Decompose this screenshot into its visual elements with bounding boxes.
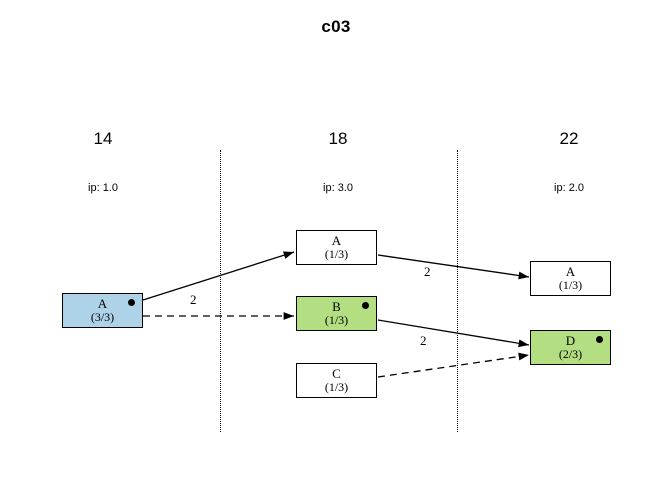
edge-label-n1-n4: 2 <box>424 264 431 279</box>
node-marker-dot <box>362 302 369 309</box>
edge-label-n0-n1: 2 <box>190 292 197 307</box>
node-marker-dot <box>596 336 603 343</box>
node-count: (2/3) <box>558 347 583 362</box>
node-label: C <box>332 365 341 381</box>
page-title: c03 <box>321 17 351 36</box>
column-divider-1 <box>220 150 221 432</box>
node-count: (1/3) <box>324 313 349 328</box>
node-a-3-3[interactable]: A (3/3) <box>62 293 143 328</box>
node-label: D <box>565 332 576 348</box>
column-divider-2 <box>457 150 458 432</box>
column-ip-1: ip: 3.0 <box>323 182 353 194</box>
column-label-1: 18 <box>328 129 348 148</box>
edge-n1-n4 <box>377 254 530 280</box>
edge-n2-n5 <box>377 319 530 348</box>
node-label: A <box>97 295 108 311</box>
column-ip-0: ip: 1.0 <box>88 182 118 194</box>
node-count: (1/3) <box>558 278 583 293</box>
edge-label-n2-n5: 2 <box>420 333 427 348</box>
edge-n0-n1 <box>142 251 295 301</box>
node-count: (3/3) <box>90 310 115 325</box>
edge-n3-n5 <box>377 352 530 378</box>
column-ip-2: ip: 2.0 <box>554 182 584 194</box>
node-count: (1/3) <box>324 247 349 262</box>
node-d-2-3[interactable]: D (2/3) <box>530 330 611 365</box>
node-marker-dot <box>128 299 135 306</box>
node-label: B <box>332 298 341 314</box>
node-label: A <box>565 263 576 279</box>
node-a-1-3-right[interactable]: A (1/3) <box>530 261 611 296</box>
node-b-1-3[interactable]: B (1/3) <box>296 296 377 331</box>
column-label-0: 14 <box>93 129 113 148</box>
column-label-2: 22 <box>559 129 579 148</box>
node-c-1-3[interactable]: C (1/3) <box>296 363 377 398</box>
node-label: A <box>331 232 342 248</box>
node-a-1-3-mid[interactable]: A (1/3) <box>296 230 377 265</box>
node-count: (1/3) <box>324 380 349 395</box>
